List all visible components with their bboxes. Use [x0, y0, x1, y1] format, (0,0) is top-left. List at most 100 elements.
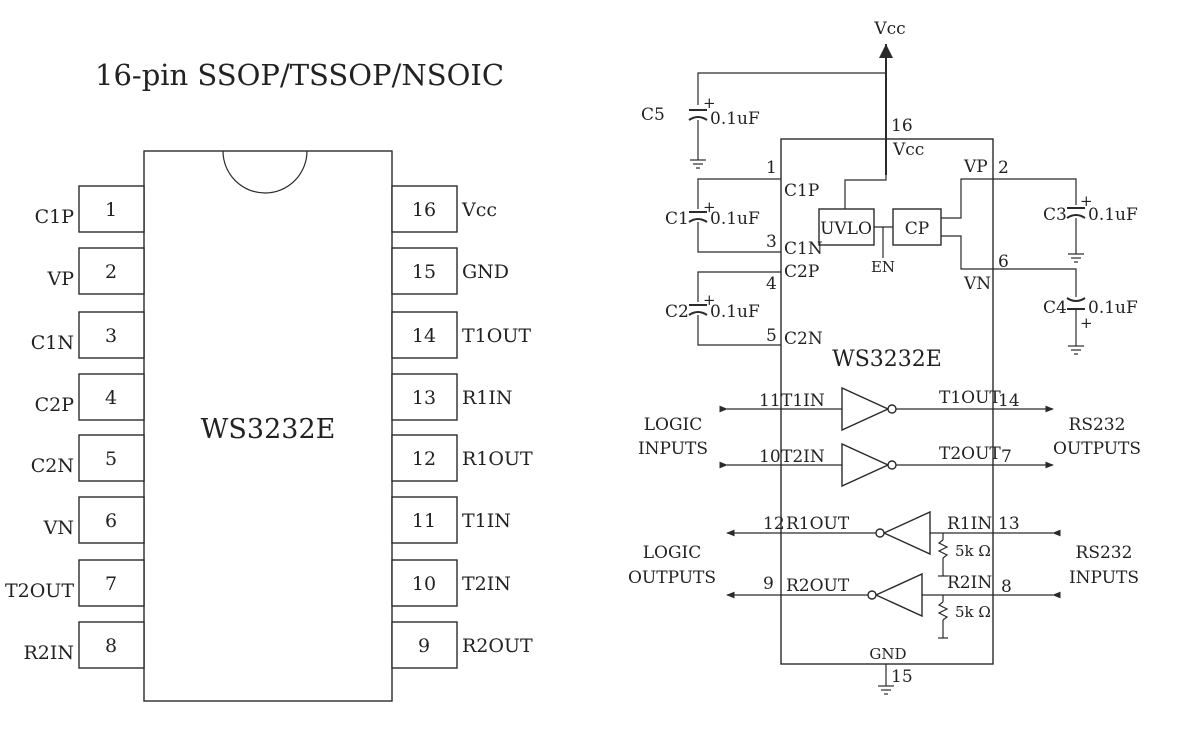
pin-number: 12 — [412, 448, 436, 470]
pin-number: 9 — [418, 635, 430, 657]
pin14-number: 14 — [998, 391, 1020, 411]
pin-name: T2OUT — [5, 580, 74, 602]
pin5-number: 5 — [766, 326, 777, 346]
cp-label: CP — [905, 219, 929, 239]
left-pin-row: 2 VP — [46, 247, 145, 295]
rs232-outputs-label-1: RS232 — [1069, 415, 1126, 435]
cp-block — [892, 208, 942, 246]
pin15-number: 15 — [891, 667, 913, 687]
pin15-name: GND — [869, 645, 906, 663]
t1-inverter-bubble — [887, 404, 897, 414]
package-chip-label: WS3232E — [201, 414, 336, 445]
application-schematic: WS3232E Vcc + C5 0.1uF 16 Vcc UVLO EN CP — [628, 19, 1141, 695]
capacitor-c2: + C2 0.1uF C2P 4 5 C2N — [665, 262, 823, 349]
c4-value: 0.1uF — [1088, 298, 1138, 318]
schematic-chip-label: WS3232E — [832, 347, 942, 372]
c3-value: 0.1uF — [1088, 205, 1138, 225]
pin-number: 1 — [105, 199, 117, 221]
pin-box — [391, 621, 458, 669]
r2-resistor-icon — [937, 601, 949, 621]
package-title: 16-pin SSOP/TSSOP/NSOIC — [95, 58, 504, 92]
pin-number: 15 — [412, 261, 436, 283]
c2-value: 0.1uF — [710, 302, 760, 322]
pin-name: R1IN — [462, 387, 513, 409]
pin-number: 13 — [412, 387, 436, 409]
pin-number: 4 — [105, 387, 117, 409]
pin4-number: 4 — [766, 274, 777, 294]
vcc-arrow-icon — [879, 44, 893, 58]
driver-t2: 10 T2IN T2OUT 7 — [719, 442, 1054, 488]
uvlo-block — [818, 208, 875, 246]
pin-box — [391, 311, 458, 359]
pin-name: T1OUT — [462, 325, 531, 347]
receiver-r2: 5k Ω 9 R2OUT R2IN 8 — [726, 572, 1061, 639]
pin6-number: 6 — [998, 252, 1009, 272]
pin-box — [391, 373, 458, 421]
pin-name: VP — [46, 268, 74, 290]
pin1-number: 1 — [766, 158, 777, 178]
left-pin-row: 6VN — [43, 496, 145, 544]
rs232-inputs-label-1: RS232 — [1076, 543, 1133, 563]
pin-box — [78, 311, 145, 359]
left-pin-row: 7 T2OUT — [5, 559, 145, 607]
gnd-pin: GND 15 — [869, 645, 913, 695]
pin-number: 7 — [105, 573, 117, 595]
pin-box — [391, 434, 458, 482]
en-label: EN — [871, 258, 895, 276]
pin-number: 14 — [412, 325, 436, 347]
pin-number: 8 — [105, 635, 117, 657]
pin-name: R2IN — [23, 642, 74, 664]
pin-number: 2 — [105, 261, 117, 283]
left-pin-row: 1 C1P — [35, 185, 145, 233]
driver-t1: 11 T1IN T1OUT 14 — [719, 386, 1054, 432]
pin-number: 16 — [412, 199, 436, 221]
package-body — [143, 150, 393, 702]
pin12-number: 12 — [763, 514, 785, 534]
logic-outputs-label-2: OUTPUTS — [628, 568, 716, 588]
pin-box — [78, 434, 145, 482]
c4-plus-icon: + — [1080, 314, 1093, 332]
pin10-name: T2IN — [781, 447, 825, 467]
pin-number: 5 — [105, 448, 117, 470]
cp-to-vp-wire — [941, 178, 993, 219]
pin-box — [78, 185, 145, 233]
c1-plus-icon: + — [703, 198, 716, 216]
c3-plus-icon: + — [1080, 192, 1093, 210]
pin5-name: C2N — [784, 329, 823, 349]
r1-inverter — [882, 510, 931, 556]
pin11-number: 11 — [759, 391, 781, 411]
right-pin-row: 15 GND — [391, 247, 509, 295]
pin-box — [78, 247, 145, 295]
pin-name: GND — [462, 261, 509, 283]
pin-box — [391, 559, 458, 607]
rs232-outputs-label-2: OUTPUTS — [1053, 439, 1141, 459]
pin13-name: R1IN — [947, 514, 992, 534]
pin-name: C2P — [35, 394, 75, 416]
vcc-to-c5-wire — [697, 72, 886, 105]
logic-inputs-label-1: LOGIC — [644, 415, 703, 435]
c2-plus-icon: + — [703, 291, 716, 309]
pin-name: C1P — [35, 206, 75, 228]
capacitor-c4: + C4 0.1uF — [993, 268, 1138, 355]
logic-inputs-label-2: INPUTS — [638, 439, 708, 459]
uvlo-label: UVLO — [820, 219, 872, 239]
r1-resistor-label: 5k Ω — [955, 542, 991, 560]
pin2-name: VP — [963, 157, 988, 177]
pin-box — [78, 559, 145, 607]
r2-inverter-bubble — [867, 590, 877, 600]
left-pin-row: 4 C2P — [35, 373, 145, 421]
c1-value: 0.1uF — [710, 209, 760, 229]
pin8-name: R2IN — [947, 573, 992, 593]
package-pinout: 16-pin SSOP/TSSOP/NSOIC WS3232E 1C1P2VP3… — [5, 58, 533, 702]
r1-inverter-bubble — [875, 528, 885, 538]
pin12-name: R1OUT — [786, 514, 850, 534]
pin-name: VN — [43, 517, 74, 539]
t2-inverter-bubble — [887, 460, 897, 470]
left-pin-row: 8 R2IN — [23, 621, 145, 669]
pin2-number: 2 — [998, 158, 1009, 178]
